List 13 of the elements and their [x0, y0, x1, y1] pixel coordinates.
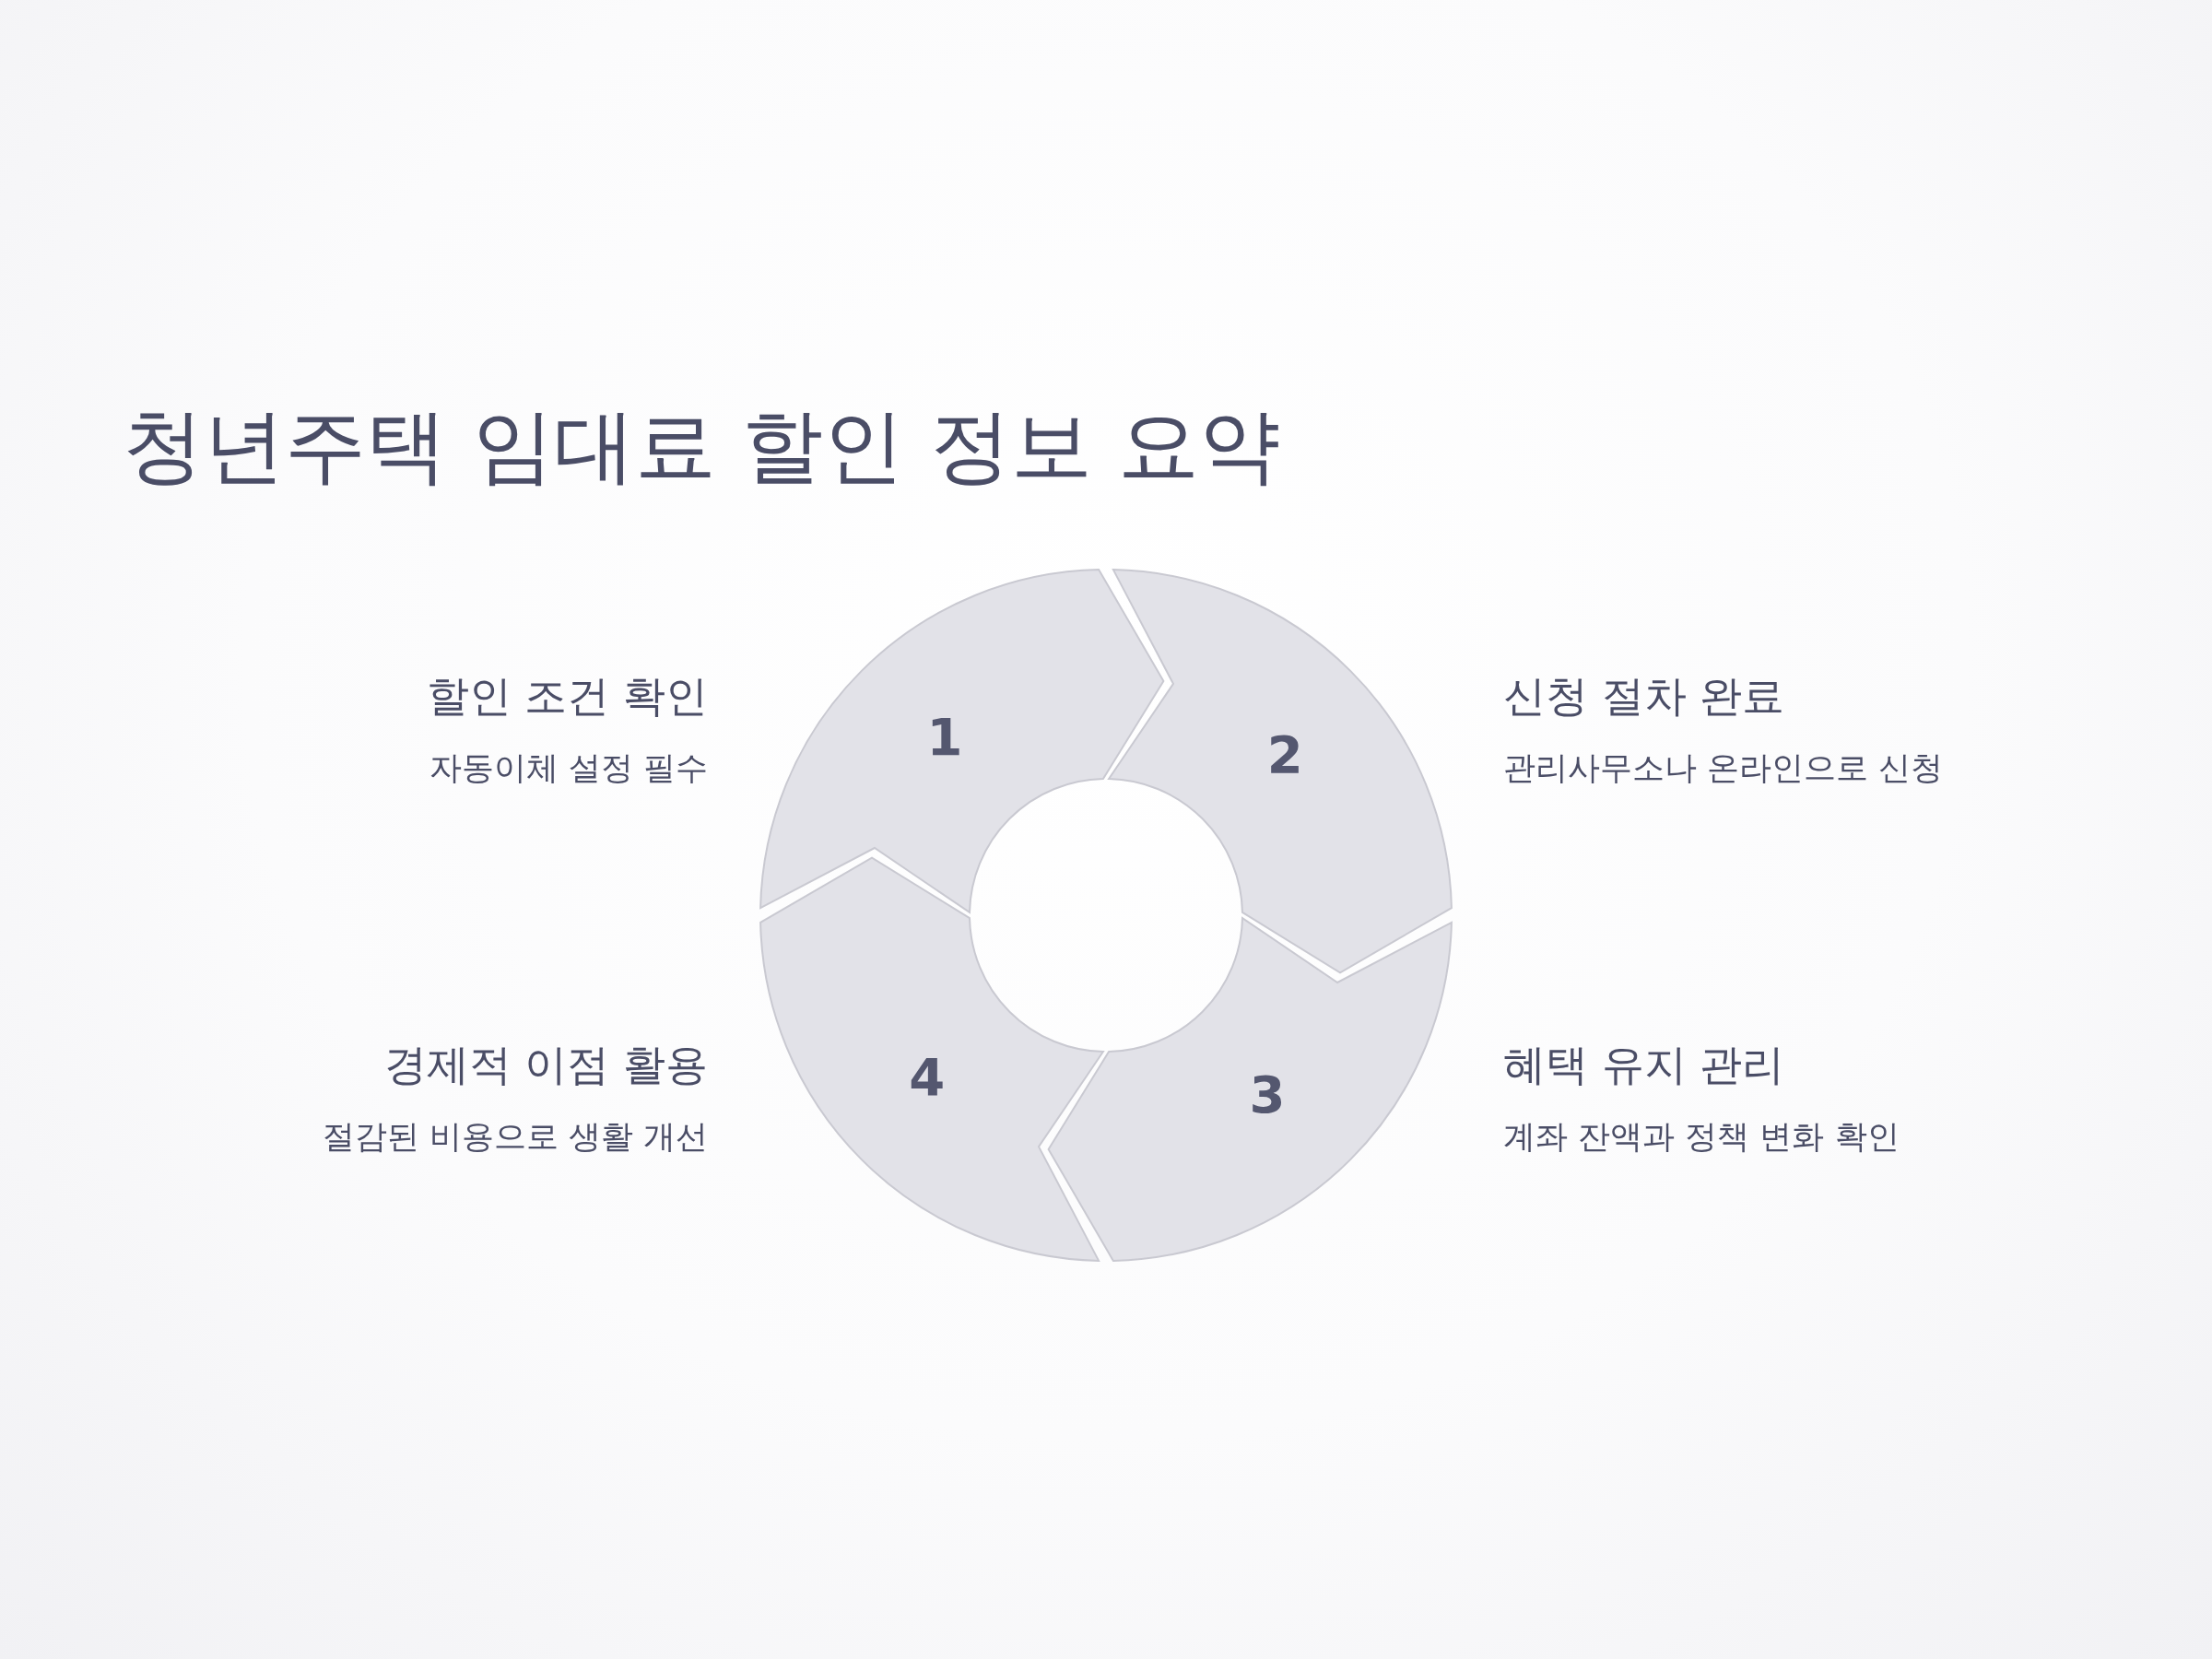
- cycle-arrow-segment: 1: [759, 569, 1165, 913]
- step-description: 자동이체 설정 필수: [429, 748, 708, 788]
- step-description: 계좌 잔액과 정책 변화 확인: [1503, 1117, 1900, 1157]
- step-heading: 할인 조건 확인: [426, 670, 708, 723]
- step-heading: 경제적 이점 활용: [383, 1039, 708, 1091]
- step-description: 절감된 비용으로 생활 개선: [322, 1117, 708, 1157]
- title: 청년주택 임대료 할인 정보 요약: [123, 397, 1280, 495]
- step-description: 관리사무소나 온라인으로 신청: [1503, 748, 1944, 788]
- step-heading: 신청 절차 완료: [1503, 670, 1785, 723]
- cycle-arrow-segment: 4: [759, 856, 1104, 1262]
- cycle-arrow-segment: 2: [1108, 569, 1453, 974]
- cycle-arrow-segment: 3: [1047, 917, 1453, 1262]
- step-heading: 혜택 유지 관리: [1503, 1039, 1785, 1091]
